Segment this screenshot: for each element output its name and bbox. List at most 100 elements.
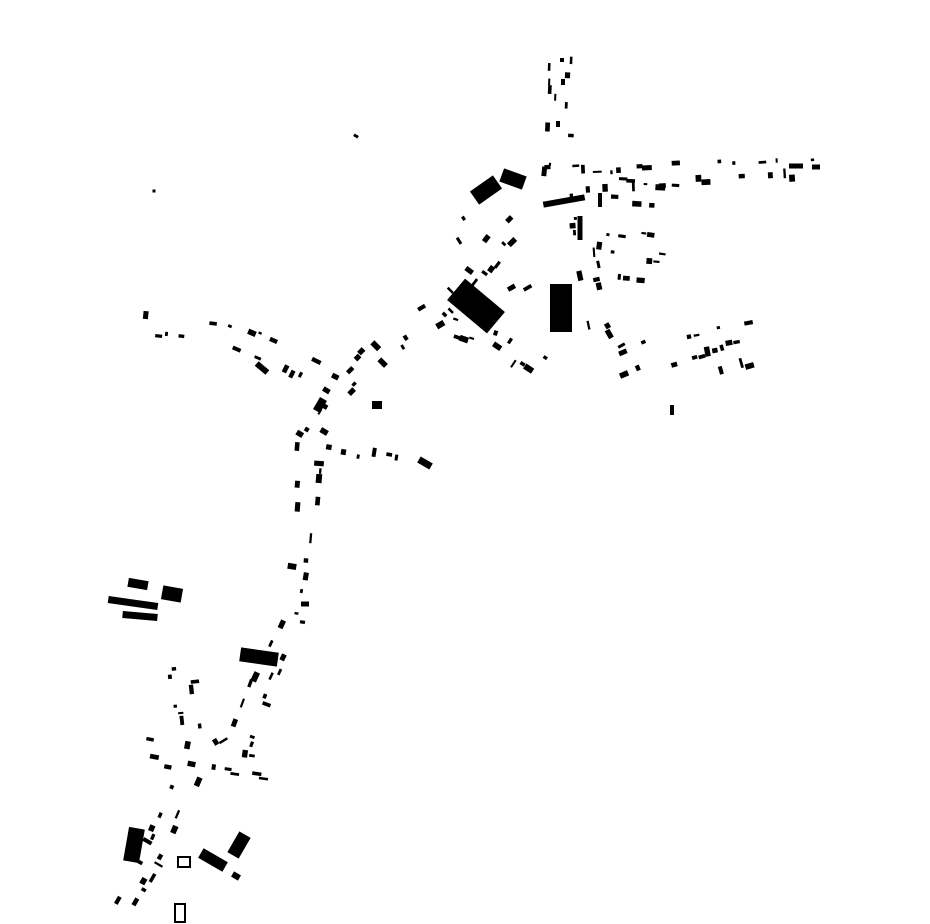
- building: [353, 353, 362, 362]
- building: [254, 361, 270, 375]
- building: [114, 895, 122, 905]
- building: [190, 679, 200, 684]
- building: [686, 334, 692, 340]
- building: [610, 170, 613, 175]
- building: [148, 872, 157, 883]
- building: [547, 85, 552, 95]
- building: [640, 339, 647, 345]
- building: [548, 78, 551, 86]
- building: [227, 831, 251, 859]
- building: [596, 260, 601, 269]
- building: [569, 222, 576, 229]
- building: [211, 737, 220, 746]
- building: [653, 260, 660, 263]
- building: [758, 160, 767, 164]
- building: [592, 247, 596, 258]
- building: [262, 693, 268, 699]
- building: [603, 322, 612, 330]
- building: [174, 809, 181, 819]
- building: [417, 456, 433, 470]
- building: [493, 260, 501, 269]
- building: [506, 236, 518, 248]
- building: [322, 386, 331, 395]
- building: [251, 771, 262, 777]
- building: [618, 370, 630, 379]
- building: [646, 257, 653, 265]
- building: [596, 241, 603, 250]
- building: [632, 200, 642, 207]
- building: [150, 833, 156, 841]
- building: [783, 168, 787, 179]
- building: [142, 837, 153, 846]
- building: [469, 175, 503, 205]
- building: [671, 183, 680, 188]
- building: [649, 202, 655, 208]
- building: [174, 903, 186, 923]
- building: [131, 897, 140, 907]
- building: [227, 324, 233, 329]
- building: [617, 273, 622, 280]
- building: [636, 277, 645, 284]
- building: [631, 182, 635, 192]
- building: [313, 396, 327, 414]
- building: [481, 269, 489, 277]
- building: [455, 236, 463, 245]
- building: [318, 468, 322, 474]
- building: [698, 353, 706, 360]
- building: [542, 194, 586, 208]
- building: [146, 736, 155, 742]
- building: [693, 333, 700, 337]
- building: [277, 619, 286, 630]
- building: [572, 164, 580, 168]
- building: [542, 355, 548, 361]
- building: [592, 170, 602, 174]
- building: [171, 666, 177, 671]
- building: [568, 133, 574, 138]
- building: [241, 749, 249, 758]
- building: [230, 718, 239, 728]
- building: [499, 168, 527, 190]
- building: [277, 668, 283, 676]
- building: [313, 460, 325, 467]
- building: [491, 341, 503, 352]
- building: [519, 360, 526, 367]
- building: [461, 215, 467, 221]
- building: [122, 610, 158, 622]
- building: [703, 346, 711, 357]
- building: [716, 325, 721, 330]
- building: [604, 328, 614, 340]
- building: [711, 347, 718, 354]
- building: [239, 647, 279, 667]
- building: [178, 711, 184, 715]
- building: [156, 853, 164, 861]
- building: [545, 122, 551, 132]
- building: [294, 442, 300, 451]
- building: [670, 405, 674, 415]
- building: [295, 429, 305, 438]
- building: [319, 427, 329, 436]
- building: [269, 336, 278, 344]
- building: [299, 588, 304, 594]
- building: [646, 231, 655, 238]
- building: [554, 93, 557, 101]
- building: [602, 183, 608, 192]
- building: [209, 321, 217, 326]
- building: [618, 177, 628, 181]
- building: [163, 764, 172, 770]
- building: [356, 454, 360, 459]
- building: [595, 282, 603, 291]
- building: [572, 229, 577, 236]
- building: [258, 331, 263, 335]
- building: [294, 480, 301, 488]
- building: [738, 357, 744, 369]
- building: [198, 848, 228, 872]
- building: [458, 334, 470, 344]
- building: [303, 426, 310, 433]
- building: [193, 776, 203, 788]
- building: [347, 387, 356, 396]
- building: [294, 611, 299, 615]
- building: [550, 284, 572, 332]
- building: [523, 363, 535, 374]
- building: [197, 723, 202, 729]
